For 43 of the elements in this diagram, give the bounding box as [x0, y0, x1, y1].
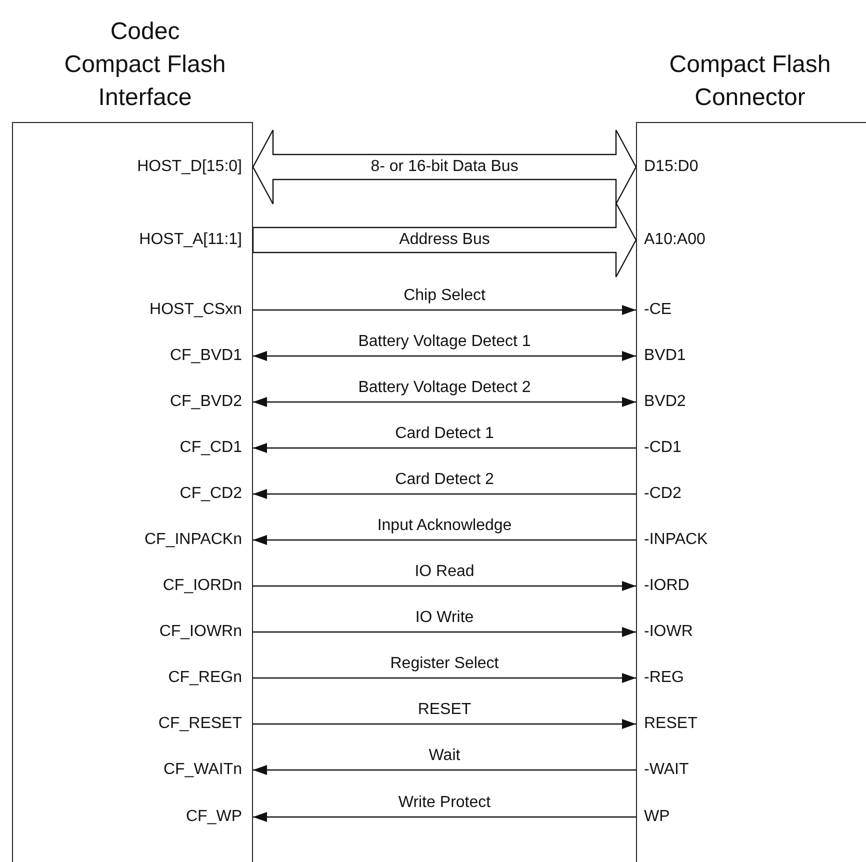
signal-arrow [253, 812, 636, 822]
signal-name: -REG [644, 668, 684, 688]
signal-name: -INPACK [644, 530, 708, 550]
signal-arrow [253, 535, 636, 545]
signal-name: CF_CD1 [180, 438, 242, 458]
signal-name: CF_INPACKn [144, 530, 242, 550]
signal-arrow [253, 765, 636, 775]
signal-name: D15:D0 [644, 157, 698, 177]
block-title: Codec Compact Flash Interface [63, 17, 227, 113]
signal-name: -CE [644, 300, 672, 320]
signal-arrow [253, 673, 636, 683]
signal-name: -WAIT [644, 760, 689, 780]
signal-arrow [253, 397, 636, 407]
signal-name: CF_REGn [168, 668, 242, 688]
signal-name: -CD1 [644, 438, 682, 458]
signal-name: CF_CD2 [180, 484, 242, 504]
signal-arrow [253, 443, 636, 453]
signal-arrow [253, 305, 636, 315]
signal-arrow [253, 581, 636, 591]
signal-name: A10:A00 [644, 230, 706, 250]
signal-name: -IOWR [644, 622, 693, 642]
signal-name: CF_IORDn [162, 576, 242, 596]
signal-name: CF_RESET [158, 714, 242, 734]
signal-name: HOST_CSxn [150, 300, 242, 320]
signal-name: -IORD [644, 576, 690, 596]
signal-arrow [253, 351, 636, 361]
signal-name: CF_WP [186, 807, 242, 827]
signal-name: HOST_D[15:0] [137, 157, 242, 177]
signal-name: BVD2 [644, 392, 686, 412]
signal-arrow [253, 719, 636, 729]
signal-name: CF_BVD1 [170, 346, 242, 366]
signal-name: CF_WAITn [163, 760, 242, 780]
signal-name: CF_IOWRn [159, 622, 242, 642]
signal-name: CF_BVD2 [170, 392, 242, 412]
signal-name: HOST_A[11:1] [139, 230, 242, 250]
signal-name: -CD2 [644, 484, 682, 504]
block-title: Compact Flash Connector [668, 50, 832, 113]
signal-name: WP [644, 807, 670, 827]
signal-name: RESET [644, 714, 698, 734]
signal-arrow [253, 627, 636, 637]
signal-name: BVD1 [644, 346, 686, 366]
signal-arrow [253, 489, 636, 499]
edge-label: Chip Select [402, 287, 488, 305]
